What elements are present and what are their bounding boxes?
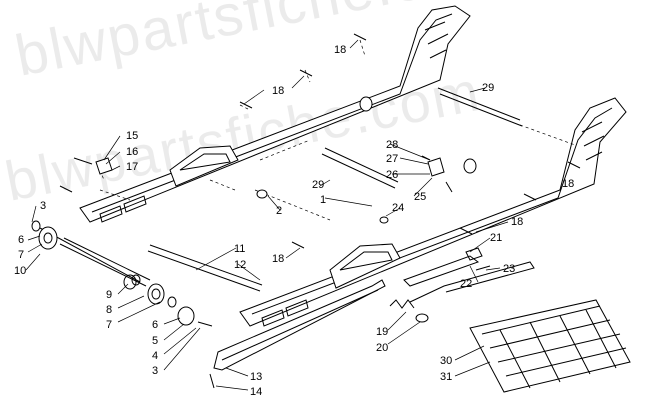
callout-15: 15 [126, 130, 138, 142]
callout-9: 9 [106, 289, 112, 301]
callout-28: 28 [386, 139, 398, 151]
callout-7-left: 7 [18, 249, 24, 261]
callout-6-left: 6 [18, 234, 24, 246]
callout-11: 11 [234, 243, 245, 255]
callout-5: 5 [152, 335, 158, 347]
callout-26: 26 [386, 169, 398, 181]
callout-8: 8 [106, 304, 112, 316]
callout-17: 17 [126, 161, 138, 173]
callout-31: 31 [440, 371, 452, 383]
rail-front [239, 97, 627, 327]
callout-3-right: 3 [152, 365, 158, 377]
rail-back [79, 5, 471, 223]
callout-29-upper: 29 [482, 82, 494, 94]
callout-18-mid: 18 [511, 216, 523, 228]
callout-2: 2 [276, 205, 282, 217]
callout-21: 21 [490, 232, 502, 244]
cross-shafts [39, 87, 523, 292]
callout-10: 10 [14, 265, 26, 277]
callout-4: 4 [152, 350, 158, 362]
callout-7-right: 7 [106, 319, 112, 331]
leader-lines [25, 39, 509, 391]
alignment-lines [99, 39, 576, 221]
callout-20: 20 [376, 342, 388, 354]
callout-19: 19 [376, 326, 388, 338]
callout-23: 23 [503, 263, 515, 275]
callout-13: 13 [250, 371, 262, 383]
callout-18-right: 18 [562, 178, 574, 190]
callout-16: 16 [126, 146, 138, 158]
bolts [59, 33, 581, 389]
callout-14: 14 [250, 386, 262, 398]
callout-25: 25 [414, 191, 426, 203]
callout-18-upper: 18 [272, 85, 284, 97]
slide [213, 279, 386, 371]
callout-30: 30 [440, 355, 452, 367]
callout-22: 22 [460, 278, 472, 290]
idler-wheels [31, 220, 195, 326]
callout-27: 27 [386, 153, 398, 165]
callout-29-lower: 29 [312, 179, 324, 191]
track-clips [469, 299, 631, 393]
callout-12: 12 [234, 259, 246, 271]
callout-18-center: 18 [272, 253, 284, 265]
torsion-spring [389, 261, 535, 323]
callout-3-left: 3 [40, 200, 46, 212]
callout-6-right: 6 [152, 319, 158, 331]
callout-1: 1 [320, 194, 326, 206]
callout-labels: 18 18 29 28 27 26 25 24 15 16 17 29 1 2 … [14, 44, 574, 398]
callout-24: 24 [392, 202, 404, 214]
callout-18-top: 18 [334, 44, 346, 56]
